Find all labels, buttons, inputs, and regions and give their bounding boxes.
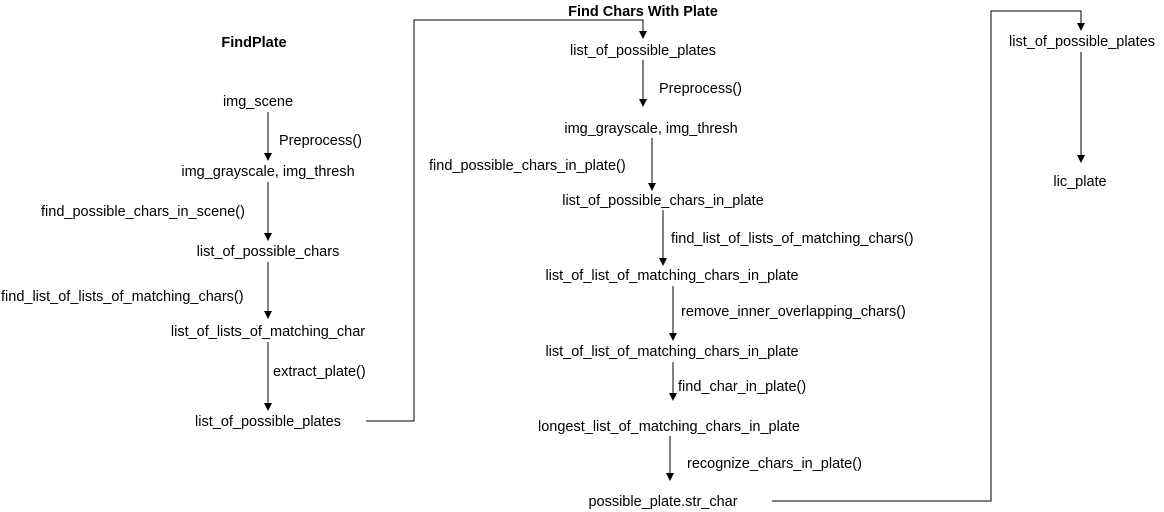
col3-node-lic-plate: lic_plate (1053, 174, 1107, 190)
col1-node-matching-char: list_of_lists_of_matching_char (170, 324, 366, 340)
col2-node-str-char: possible_plate.str_char (588, 494, 738, 510)
col2-edge-find-char-in-plate: find_char_in_plate() (678, 379, 807, 395)
col1-edge-find-chars-in-scene: find_possible_chars_in_scene() (41, 204, 245, 220)
col2-node-longest-list: longest_list_of_matching_chars_in_plate (538, 419, 800, 435)
find-chars-title: Find Chars With Plate (568, 4, 718, 20)
col1-node-possible-plates: list_of_possible_plates (195, 414, 341, 430)
col2-edge-recognize-chars: recognize_chars_in_plate() (687, 456, 862, 472)
col1-node-possible-chars: list_of_possible_chars (196, 244, 340, 260)
col1-edge-find-lists-matching: find_list_of_lists_of_matching_chars() (1, 289, 244, 305)
col2-node-matching-chars-1: list_of_list_of_matching_chars_in_plate (545, 268, 799, 284)
col2-node-chars-in-plate: list_of_possible_chars_in_plate (562, 193, 764, 209)
col1-edge-preprocess: Preprocess() (279, 133, 362, 149)
col2-edge-remove-overlapping: remove_inner_overlapping_chars() (681, 304, 906, 320)
col2-edge-find-chars-in-plate: find_possible_chars_in_plate() (429, 158, 626, 174)
findplate-title: FindPlate (221, 35, 287, 51)
col2-edge-preprocess: Preprocess() (659, 81, 742, 97)
connector-col1-to-col2 (366, 19, 647, 422)
col1-node-grayscale: img_grayscale, img_thresh (181, 164, 355, 180)
connector-col2-to-col3 (772, 10, 1085, 502)
col2-node-matching-chars-2: list_of_list_of_matching_chars_in_plate (545, 344, 799, 360)
col3-node-possible-plates: list_of_possible_plates (1009, 34, 1155, 50)
col2-edge-find-lists-matching: find_list_of_lists_of_matching_chars() (671, 231, 914, 247)
col2-node-possible-plates: list_of_possible_plates (570, 43, 716, 59)
col1-node-img-scene: img_scene (222, 94, 294, 110)
col1-edge-extract-plate: extract_plate() (273, 364, 366, 380)
col2-node-grayscale: img_grayscale, img_thresh (564, 121, 738, 137)
